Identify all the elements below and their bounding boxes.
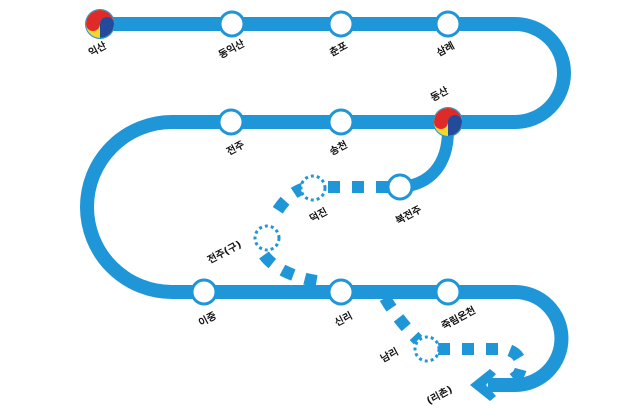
old-line-track-dashed-south: [379, 294, 528, 388]
station-label: 전주(구): [205, 238, 244, 267]
station-label: 삼례: [434, 39, 456, 59]
station-samnye[interactable]: [434, 10, 462, 38]
station-label: 이중: [196, 309, 218, 329]
arrow-left-icon: [470, 369, 496, 401]
station-label: 전주: [224, 138, 246, 158]
main-line-track: [80, 17, 571, 392]
station-iksan[interactable]: [85, 9, 115, 39]
station-label: 덕진: [307, 205, 329, 225]
station-label: 죽림온천: [439, 304, 478, 333]
station-label: 춘포: [327, 39, 349, 59]
station-sinri[interactable]: [327, 278, 355, 306]
station-label: 익산: [86, 38, 109, 58]
station-deokjin[interactable]: [299, 174, 327, 202]
station-dongsan[interactable]: [433, 107, 463, 137]
station-label: 동산: [428, 83, 451, 103]
continuation-label: (리촌): [424, 383, 454, 407]
station-bukjeonju[interactable]: [386, 173, 414, 201]
station-label: 북전주: [393, 203, 423, 227]
station-dongiksan[interactable]: [218, 10, 246, 38]
station-namri[interactable]: [413, 335, 441, 363]
station-ijung[interactable]: [190, 278, 218, 306]
station-chunpo[interactable]: [327, 10, 355, 38]
taegeuk-icon: [86, 10, 114, 38]
station-jeonju[interactable]: [217, 108, 245, 136]
taegeuk-icon: [434, 108, 462, 136]
station-label: 남리: [378, 345, 400, 365]
station-jeonju-old[interactable]: [253, 224, 281, 252]
station-label: 신리: [332, 309, 354, 329]
station-label: 동익산: [216, 36, 247, 61]
station-songcheon[interactable]: [327, 108, 355, 136]
station-label: 송천: [327, 138, 349, 158]
old-line-track-dashed: [259, 181, 388, 288]
station-jungnimoncheon[interactable]: [434, 278, 462, 306]
